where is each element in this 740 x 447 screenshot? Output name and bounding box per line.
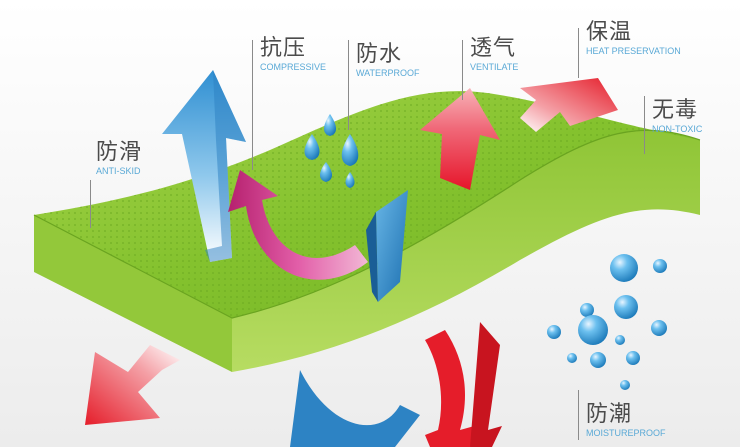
- label-anti-skid: 防滑 ANTI-SKID: [96, 142, 142, 176]
- label-compressive: 抗压 COMPRESSIVE: [260, 38, 326, 72]
- anti-skid-arrow: [85, 345, 180, 425]
- label-non-toxic-en: NON-TOXIC: [652, 124, 703, 134]
- label-moistureproof: 防潮 MOISTUREPROOF: [586, 404, 666, 438]
- leader-line-ventilate: [462, 40, 463, 100]
- label-anti-skid-cn: 防滑: [96, 140, 143, 165]
- label-ventilate-cn: 透气: [470, 36, 517, 61]
- label-compressive-cn: 抗压: [260, 36, 307, 61]
- red-arrow-bottom: [425, 322, 502, 447]
- leader-line-waterproof: [348, 40, 349, 130]
- label-waterproof-en: WATERPROOF: [356, 68, 420, 78]
- ventilate-arrow: [420, 88, 500, 190]
- water-droplets: [304, 114, 359, 188]
- label-non-toxic-cn: 无毒: [652, 98, 699, 123]
- moisture-bubbles: [547, 254, 667, 390]
- compressive-curve-arrow: [228, 170, 368, 280]
- label-anti-skid-en: ANTI-SKID: [96, 166, 141, 176]
- label-heat-preservation-en: HEAT PRESERVATION: [586, 46, 681, 56]
- label-non-toxic: 无毒 NON-TOXIC: [652, 100, 702, 134]
- leader-line-heat: [578, 28, 579, 78]
- leader-line-moisture: [578, 390, 579, 440]
- label-moistureproof-en: MOISTUREPROOF: [586, 428, 666, 438]
- leader-line-anti-skid: [90, 180, 91, 228]
- material-layer: [33, 91, 701, 372]
- label-heat-preservation-cn: 保温: [586, 20, 633, 45]
- label-moistureproof-cn: 防潮: [586, 402, 633, 427]
- leader-line-non-toxic: [644, 96, 645, 154]
- label-waterproof: 防水 WATERPROOF: [356, 44, 420, 78]
- label-waterproof-cn: 防水: [356, 42, 403, 67]
- label-heat-preservation: 保温 HEAT PRESERVATION: [586, 22, 681, 56]
- compressive-arrow: [162, 70, 246, 262]
- leader-line-compressive: [252, 40, 253, 170]
- label-ventilate: 透气 VENTILATE: [470, 38, 518, 72]
- heat-preservation-arrow: [520, 78, 618, 132]
- waterproof-bar: [366, 190, 408, 302]
- label-ventilate-en: VENTILATE: [470, 62, 519, 72]
- moisture-arrow-down: [290, 370, 420, 447]
- label-compressive-en: COMPRESSIVE: [260, 62, 327, 72]
